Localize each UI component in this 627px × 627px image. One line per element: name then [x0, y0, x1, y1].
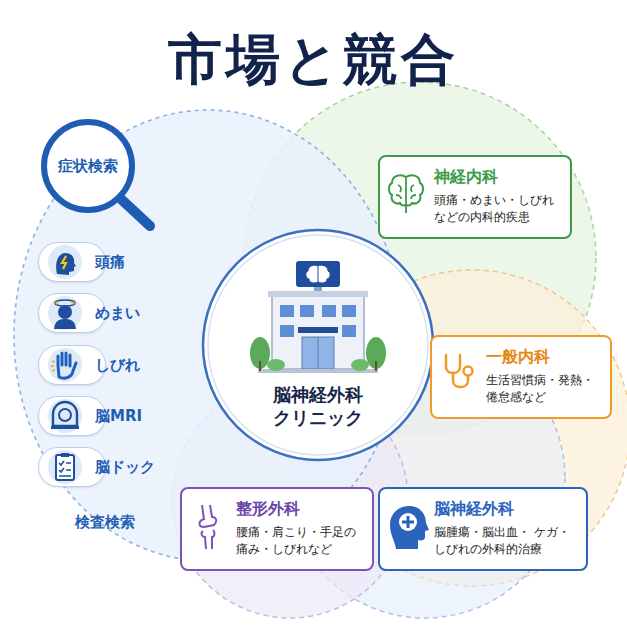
- pill-node: めまい: [38, 293, 106, 333]
- symptom-icon: [47, 347, 83, 387]
- box-node: 一般内科生活習慣病・発熱・ 倦怠感など: [430, 335, 612, 419]
- box-node: 整形外科腰痛・肩こり・手足の 痛み・しびれなど: [180, 487, 374, 571]
- symptom-icon: [47, 244, 83, 284]
- search-keyword: めまい: [95, 304, 140, 323]
- center-node: 脳神経外科 クリニック: [200, 227, 436, 463]
- box-node: 脳神経外科脳腫瘍・脳出血・ ケガ・しびれの外科的治療: [378, 487, 588, 571]
- department-name: 神経内科: [434, 167, 558, 188]
- search-label: 検査検索: [75, 513, 135, 532]
- pill-node: 脳ドック: [38, 447, 106, 487]
- department-description: 腰痛・肩こり・手足の 痛み・しびれなど: [236, 524, 360, 559]
- department-name: 整形外科: [236, 499, 360, 520]
- department-name: 脳神経外科: [434, 499, 574, 520]
- search-keyword: しびれ: [95, 356, 140, 375]
- symptom-icon: [47, 398, 83, 438]
- search-keyword: 脳MRI: [95, 407, 142, 426]
- pill-node: 脳MRI: [38, 396, 106, 436]
- department-description: 脳腫瘍・脳出血・ ケガ・しびれの外科的治療: [434, 524, 574, 559]
- department-description: 頭痛・めまい・しびれ などの内科的疾患: [434, 192, 558, 227]
- search-label: 症状検索: [58, 157, 118, 176]
- clinic-building: [238, 257, 398, 381]
- department-icon: [438, 351, 478, 399]
- department-description: 生活習慣病・発熱・ 倦怠感など: [486, 372, 598, 407]
- department-icon: [386, 171, 426, 219]
- pill-node: しびれ: [38, 345, 106, 385]
- symptom-icon: [47, 295, 83, 335]
- department-icon: [386, 503, 430, 555]
- box-node: 神経内科頭痛・めまい・しびれ などの内科的疾患: [378, 155, 572, 239]
- title: 市場と競合: [0, 24, 627, 97]
- clinic-name: 脳神経外科 クリニック: [268, 383, 368, 430]
- department-icon: [188, 503, 228, 555]
- search-keyword: 頭痛: [95, 253, 125, 272]
- symptom-icon: [47, 449, 83, 489]
- pill-node: 頭痛: [38, 242, 106, 282]
- search-keyword: 脳ドック: [95, 458, 155, 477]
- department-name: 一般内科: [486, 347, 598, 368]
